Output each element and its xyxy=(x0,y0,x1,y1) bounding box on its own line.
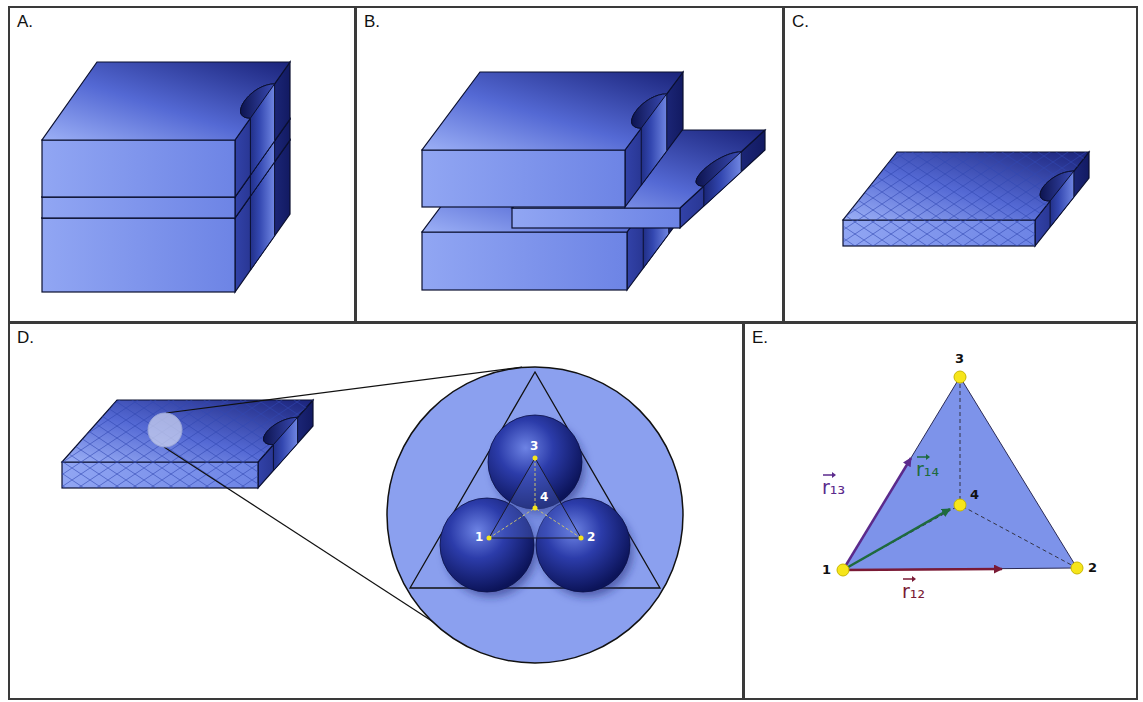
dashed-edge xyxy=(489,508,535,538)
magnifier xyxy=(148,367,683,663)
zoom-circle xyxy=(387,367,683,663)
panel-frame: B. xyxy=(355,6,784,323)
notch-hole xyxy=(632,94,667,128)
vertex-dot xyxy=(1071,562,1083,574)
notch-channel xyxy=(241,84,275,175)
notch-hole xyxy=(241,84,275,118)
dashed-edge xyxy=(960,377,961,505)
notch-channel xyxy=(696,152,741,206)
tetrahedron xyxy=(837,371,1083,576)
slab-front xyxy=(422,150,625,207)
slab-front xyxy=(42,197,235,218)
vertex-dot xyxy=(579,536,584,541)
vector-label: r₁₃ xyxy=(822,478,845,497)
point-number: 4 xyxy=(540,491,548,503)
dashed-edge xyxy=(960,505,1077,568)
panel-frame: E. xyxy=(743,322,1138,700)
vertex-dot xyxy=(533,506,538,511)
vertex-number: 3 xyxy=(955,352,964,365)
vertex-dot xyxy=(533,456,538,461)
notch-channel xyxy=(1040,171,1074,227)
vector-label: r₁₂ xyxy=(902,582,925,601)
vector-arrow xyxy=(843,458,911,570)
panel-letter: E. xyxy=(752,329,768,348)
panel-letter: D. xyxy=(17,329,34,348)
point-number: 1 xyxy=(475,531,483,543)
dashed-edge xyxy=(535,508,581,538)
vector-over-arrow xyxy=(823,474,833,476)
vector-label: r₁₄ xyxy=(916,460,939,479)
slab-front-hatch xyxy=(843,220,1035,246)
point-number: 2 xyxy=(587,531,595,543)
slab-front-hatch xyxy=(62,462,258,488)
notch-hole xyxy=(1040,171,1074,201)
slab-front xyxy=(62,462,258,488)
panel-letter: B. xyxy=(364,13,380,32)
slab-front xyxy=(843,220,1035,246)
vertex-dot xyxy=(487,536,492,541)
vertex-dot xyxy=(954,499,966,511)
panel-frame: D. xyxy=(8,322,744,700)
point-number: 3 xyxy=(530,440,538,452)
panel-frame: A. xyxy=(8,6,356,323)
tetra-face xyxy=(843,377,1077,570)
vector-arrow xyxy=(843,569,1002,570)
vertex-dot xyxy=(954,371,966,383)
slab-front xyxy=(42,140,235,197)
vertex-number: 1 xyxy=(822,563,831,576)
vector-over-arrow xyxy=(903,578,913,580)
notch-channel xyxy=(264,417,298,470)
dashed-edge xyxy=(535,458,536,508)
notch-hole xyxy=(264,417,298,444)
slab-front xyxy=(512,208,680,228)
slab xyxy=(422,72,683,207)
notch-channel xyxy=(632,94,667,185)
vector-arrow xyxy=(843,509,950,570)
slab-front xyxy=(422,232,627,290)
dashed-edge xyxy=(843,505,960,570)
slab xyxy=(843,152,1089,246)
vertex-number: 4 xyxy=(970,488,979,501)
zoom-spot xyxy=(148,413,182,447)
vertex-dot xyxy=(837,564,849,576)
panel-frame: C. xyxy=(783,6,1138,323)
slab xyxy=(62,400,313,488)
inner-triangle xyxy=(489,458,581,538)
slab xyxy=(42,62,290,197)
notch-hole xyxy=(696,152,741,186)
vector-over-arrow xyxy=(917,456,927,458)
panel-letter: A. xyxy=(17,13,33,32)
slab-front xyxy=(42,218,235,292)
vertex-number: 2 xyxy=(1088,561,1097,574)
panel-letter: C. xyxy=(792,13,809,32)
